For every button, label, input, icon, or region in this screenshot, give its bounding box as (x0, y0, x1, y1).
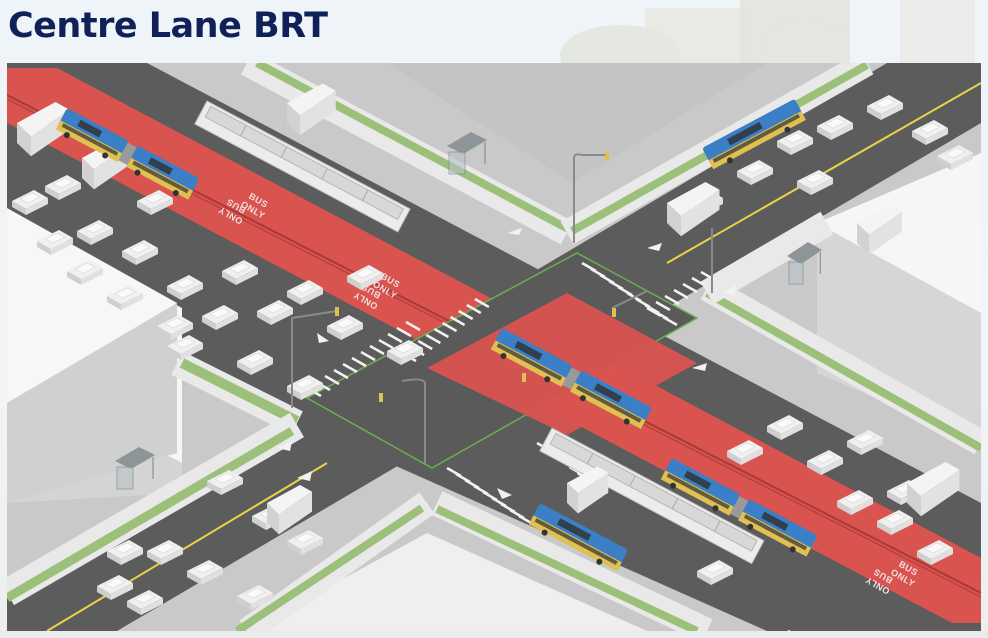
bus-shelter (447, 132, 487, 175)
bus-shelter (115, 447, 155, 490)
car (877, 510, 913, 535)
car (867, 95, 903, 120)
car (122, 240, 158, 265)
slide-footer (0, 631, 988, 638)
city-bus (528, 504, 628, 572)
car (697, 560, 733, 585)
car (97, 575, 133, 600)
car (912, 120, 948, 145)
articulated-bus (490, 329, 652, 430)
truck (907, 462, 960, 517)
car (167, 335, 203, 360)
car (347, 265, 383, 290)
car (237, 350, 273, 375)
building-north (387, 63, 767, 183)
car (937, 145, 973, 170)
car (237, 585, 273, 610)
car (257, 300, 293, 325)
truck (857, 205, 902, 255)
car (12, 190, 48, 215)
car (37, 230, 73, 255)
background-photo (0, 0, 988, 63)
traffic-signals (291, 153, 713, 463)
car (737, 160, 773, 185)
truck (17, 102, 70, 157)
buses (55, 99, 817, 572)
car (147, 540, 183, 565)
brt-stations (194, 100, 765, 565)
north-platform (194, 100, 411, 233)
car (287, 375, 323, 400)
signal-heads (335, 151, 616, 402)
car (107, 540, 143, 565)
car (167, 275, 203, 300)
car (45, 175, 81, 200)
articulated-bus (55, 109, 199, 200)
truck (287, 83, 336, 136)
truck (667, 182, 720, 237)
car (767, 415, 803, 440)
car (202, 305, 238, 330)
car (817, 115, 853, 140)
car (107, 285, 143, 310)
car (777, 130, 813, 155)
car (327, 315, 363, 340)
car (222, 260, 258, 285)
city-bus (703, 99, 806, 170)
car (77, 220, 113, 245)
bus-shelter (787, 242, 822, 285)
car (137, 190, 173, 215)
car (807, 450, 843, 475)
car (787, 630, 791, 631)
articulated-bus (660, 459, 817, 557)
south-platform (539, 427, 765, 565)
car (847, 430, 883, 455)
truck (567, 466, 609, 514)
car (187, 560, 223, 585)
sidewalks (7, 63, 981, 631)
car (727, 440, 763, 465)
block-south (247, 533, 647, 631)
slide-title: Centre Lane BRT (8, 6, 328, 46)
car (797, 170, 833, 195)
car (837, 490, 873, 515)
car (287, 280, 323, 305)
car (207, 470, 243, 495)
truck (267, 485, 312, 535)
car (387, 340, 423, 365)
traffic-trucks (17, 83, 960, 535)
car (67, 260, 103, 285)
car (917, 540, 953, 565)
bus-shelters (115, 132, 822, 490)
centerline-sw (46, 462, 328, 631)
lane-arrows (277, 228, 737, 499)
car (287, 530, 323, 555)
car (127, 590, 163, 615)
car (157, 315, 193, 340)
